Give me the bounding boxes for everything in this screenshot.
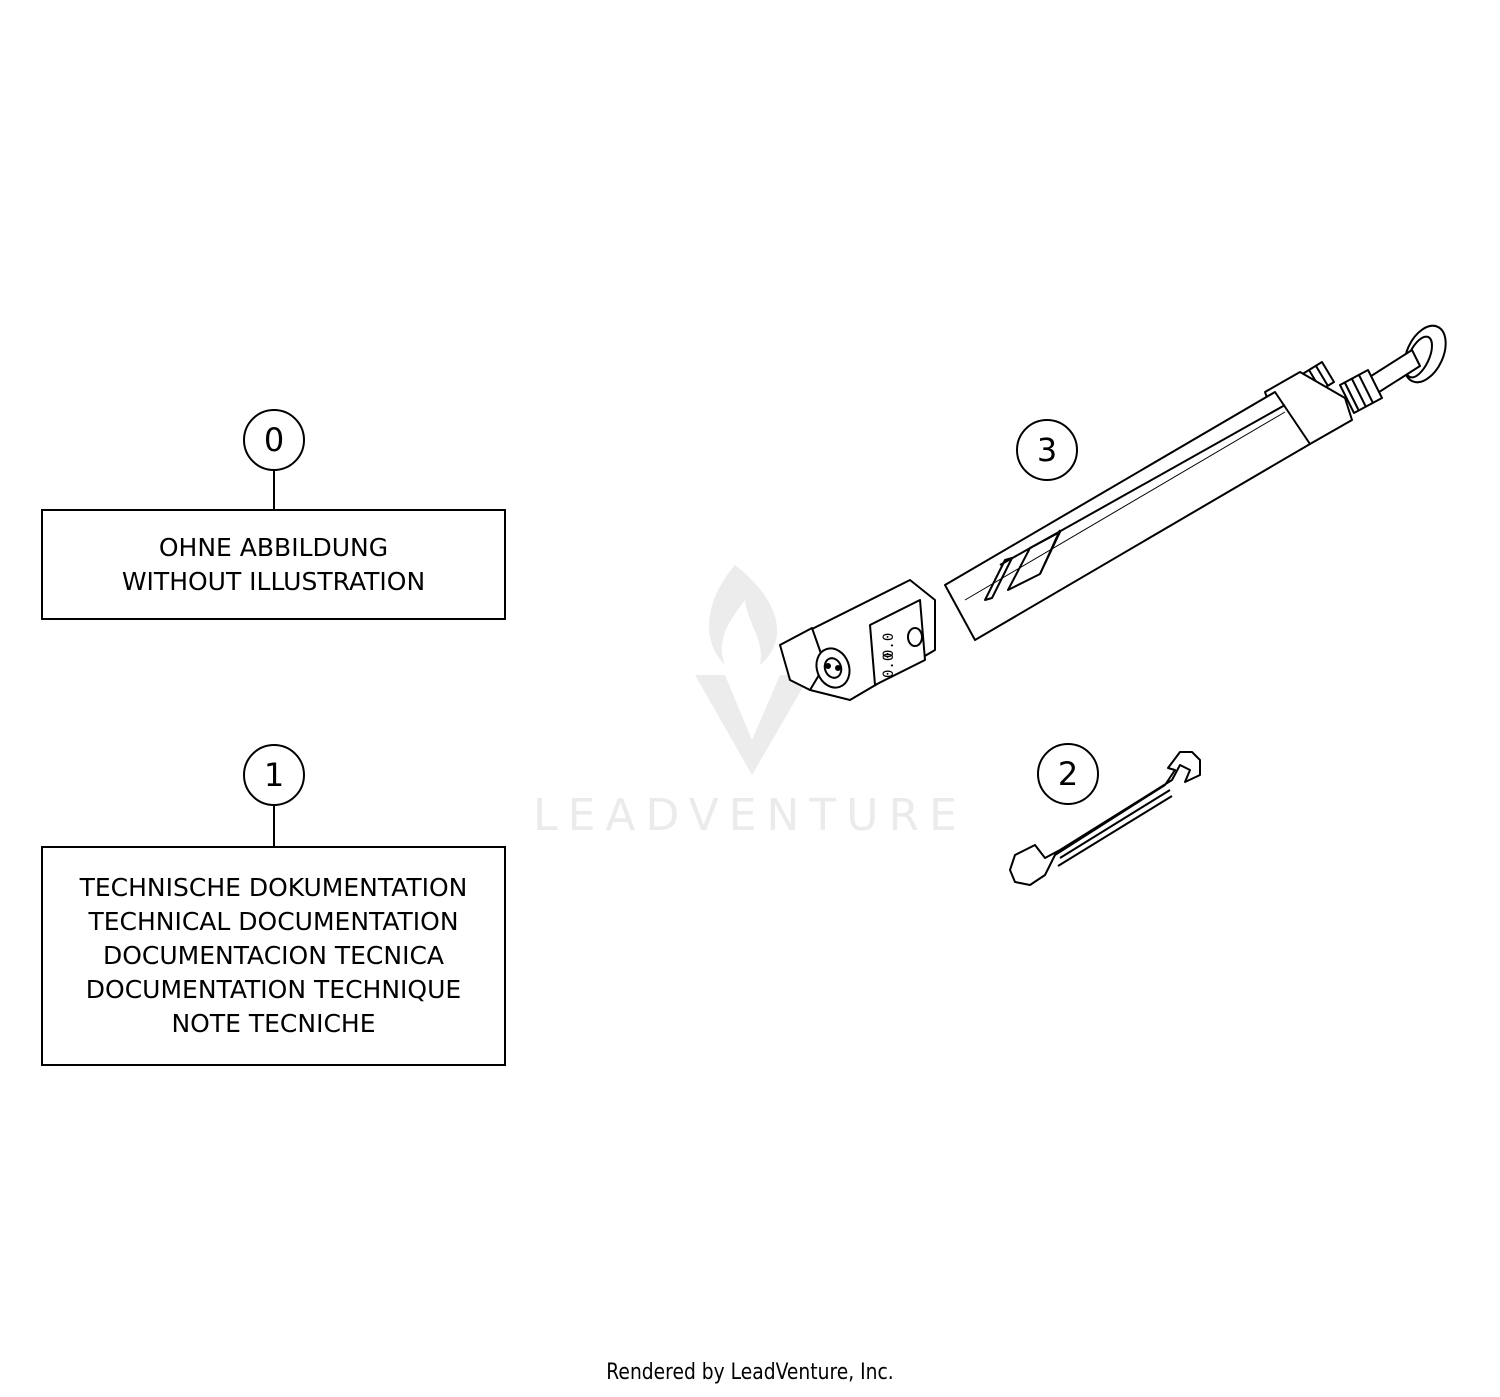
callout-2[interactable]: 2 bbox=[1037, 743, 1099, 805]
watermark-text: LEADVENTURE bbox=[533, 790, 967, 841]
label-line: NOTE TECNICHE bbox=[171, 1009, 376, 1038]
watermark-logo bbox=[695, 565, 810, 775]
footer-credit: Rendered by LeadVenture, Inc. bbox=[606, 1360, 894, 1385]
label-box-technical-documentation: TECHNISCHE DOKUMENTATION TECHNICAL DOCUM… bbox=[41, 846, 506, 1066]
label-line: OHNE ABBILDUNG bbox=[158, 532, 389, 562]
label-line: DOCUMENTATION TECHNIQUE bbox=[85, 975, 462, 1004]
callout-0[interactable]: 0 bbox=[243, 409, 305, 471]
label-line: WITHOUT ILLUSTRATION bbox=[121, 566, 426, 596]
callout-3[interactable]: 3 bbox=[1016, 419, 1078, 481]
svg-text:0.0: 0.0 bbox=[881, 653, 897, 678]
svg-text:0.0: 0.0 bbox=[881, 633, 897, 658]
open-end-wrench-illustration bbox=[1009, 751, 1201, 886]
label-line: TECHNISCHE DOKUMENTATION bbox=[79, 873, 468, 902]
label-line: DOCUMENTACION TECNICA bbox=[102, 941, 445, 970]
leader-line-0 bbox=[273, 471, 275, 510]
label-line: TECHNICAL DOCUMENTATION bbox=[88, 907, 459, 936]
leader-line-1 bbox=[273, 806, 275, 847]
callout-1[interactable]: 1 bbox=[243, 744, 305, 806]
pressure-gauge-pump-illustration: 0.0 0.0 bbox=[779, 324, 1447, 701]
label-box-without-illustration: OHNE ABBILDUNG WITHOUT ILLUSTRATION bbox=[41, 509, 506, 620]
